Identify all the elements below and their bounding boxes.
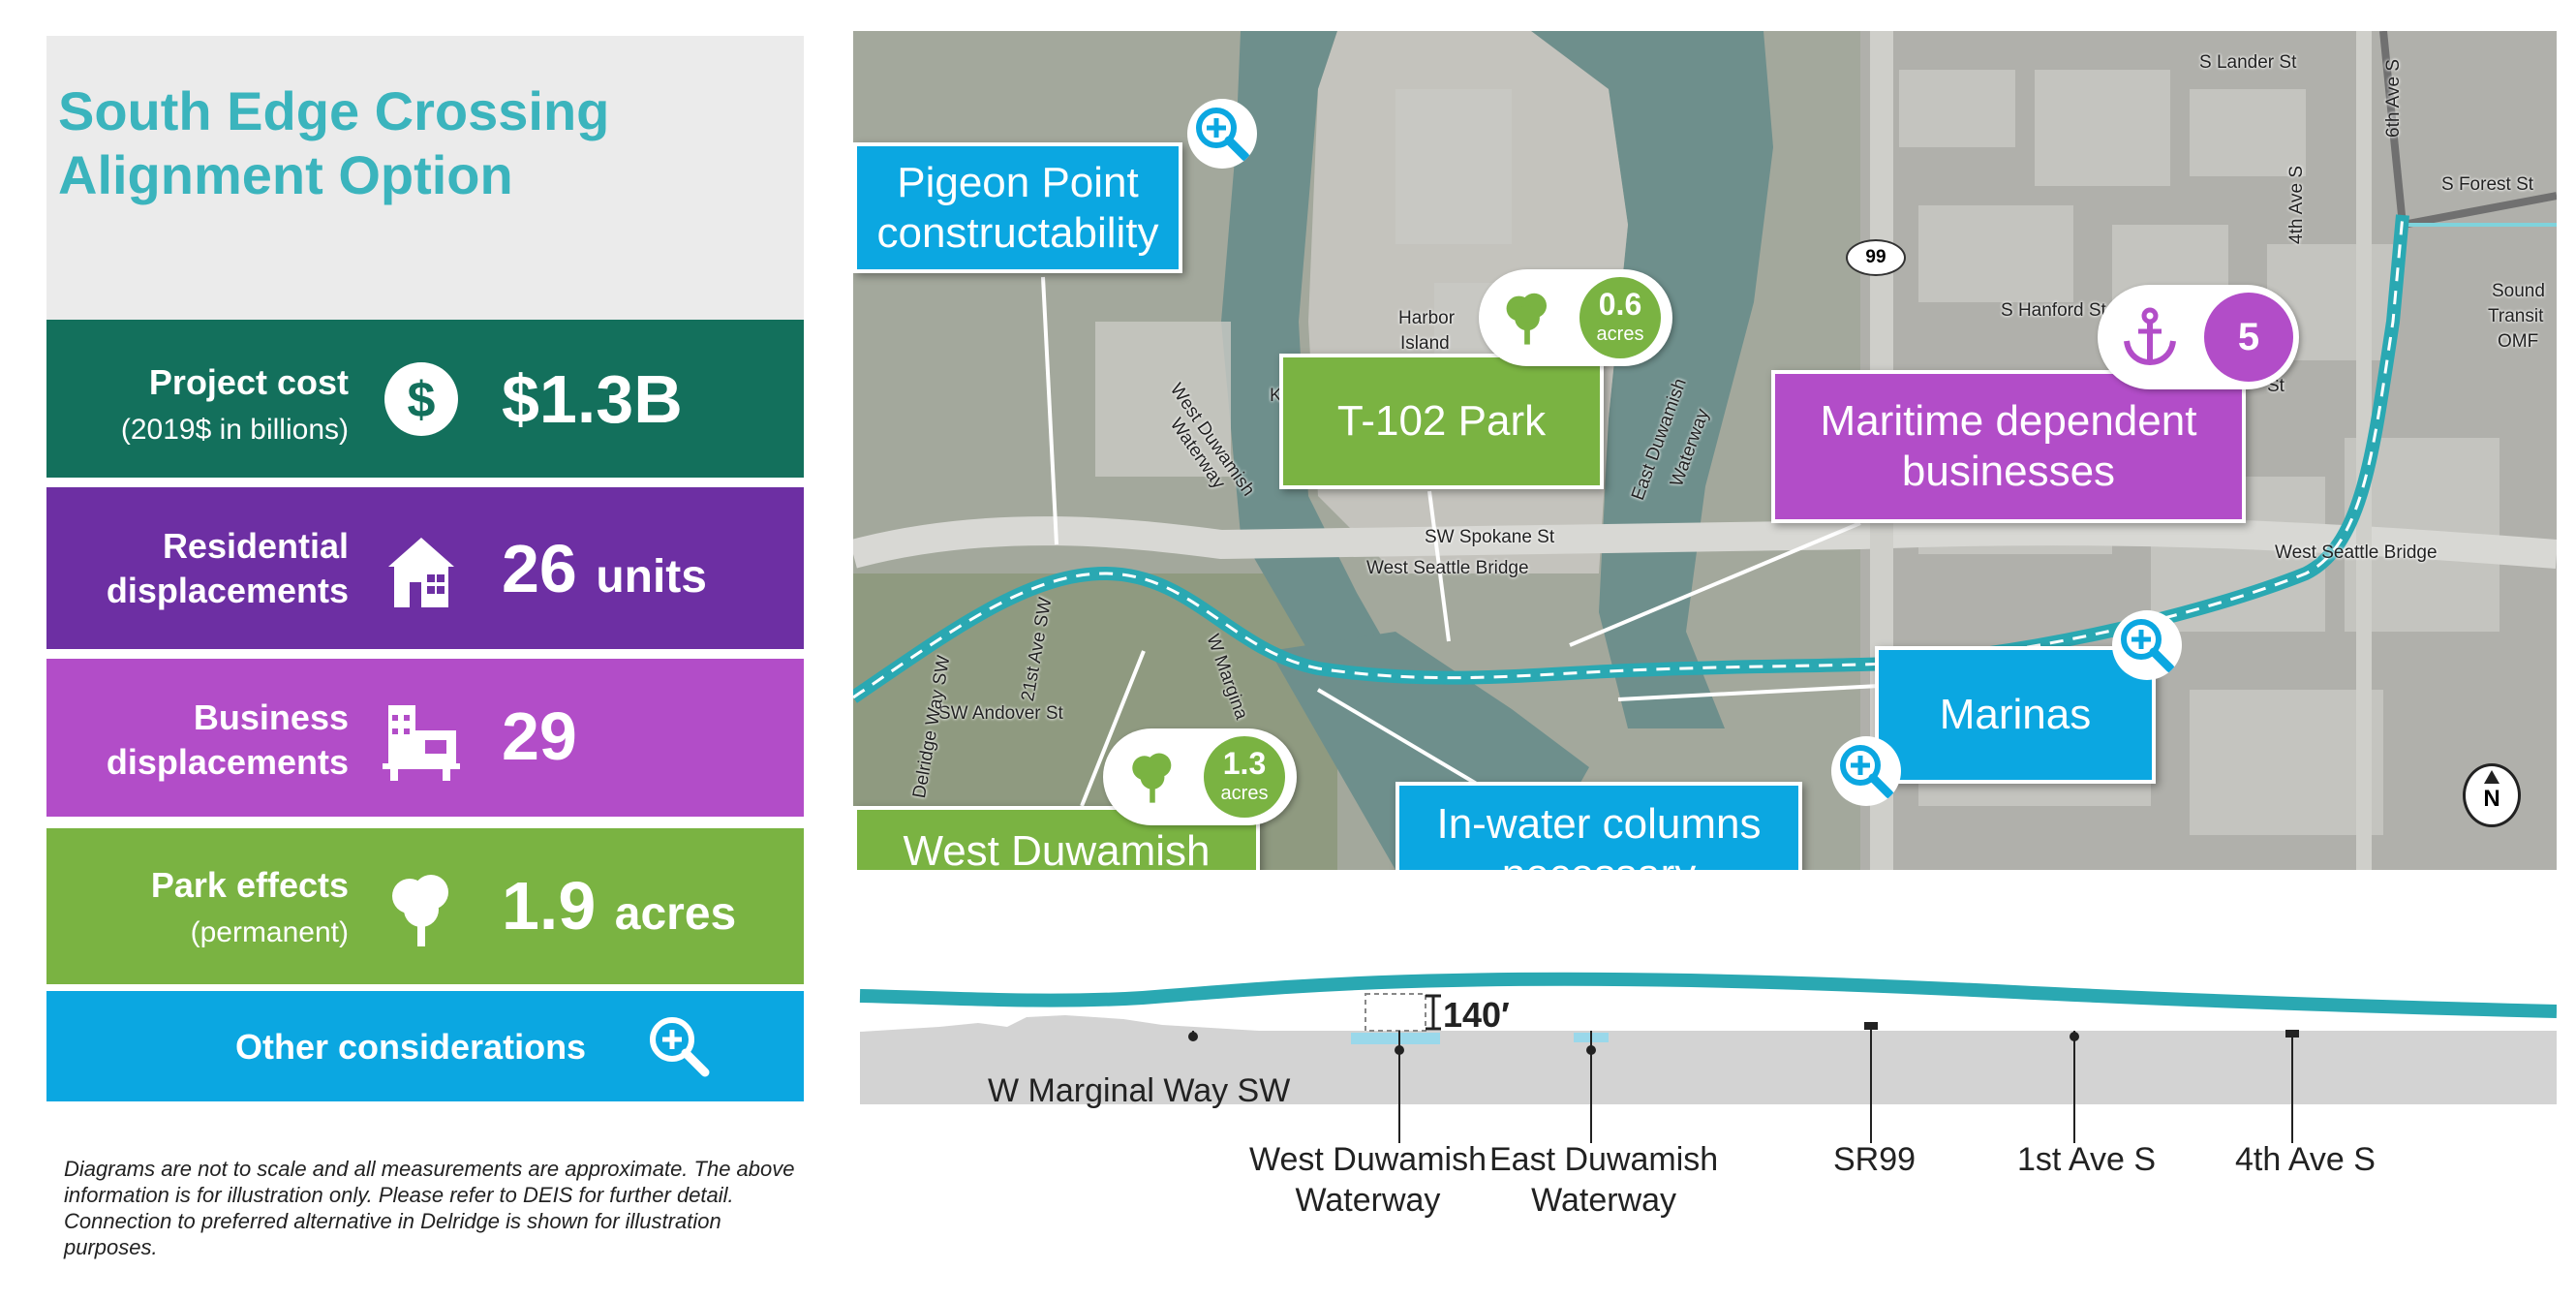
other-considerations-button[interactable]: Other considerations xyxy=(46,991,804,1101)
business-value: 29 xyxy=(502,698,577,774)
project-cost-label: Project cost (2019$ in billions) xyxy=(120,362,349,446)
park-effects-card: Park effects (permanent) 1.9 acres xyxy=(46,828,804,984)
west-duwamish-greenbelt-callout[interactable]: West Duwamishgreenbelt xyxy=(853,806,1260,870)
maritime-count-badge: 5 xyxy=(2098,285,2299,389)
elevation-profile xyxy=(859,972,2557,1143)
street-label: SW Andover St xyxy=(938,703,1063,724)
profile-label-sr99: SR99 xyxy=(1833,1141,1917,1178)
street-label: K xyxy=(1270,386,1282,406)
t102-acres-badge: 0.6 acres xyxy=(1479,269,1672,366)
tree-icon xyxy=(392,875,448,946)
dollar-icon: $ xyxy=(384,362,458,436)
magnify-plus-icon[interactable] xyxy=(1187,99,1257,169)
business-label: Business displacements xyxy=(106,697,349,782)
street-label: Harbor xyxy=(1398,308,1456,328)
park-value: 1.9 acres xyxy=(502,868,737,944)
north-label: N xyxy=(2483,786,2500,812)
street-label: 6th Ave S xyxy=(2383,59,2404,138)
profile-label-w-marginal: W Marginal Way SW xyxy=(988,1072,1291,1109)
greenbelt-acres-circle: 1.3 acres xyxy=(1204,736,1285,818)
street-label: S Lander St xyxy=(2199,52,2297,73)
street-label: Transit xyxy=(2488,306,2544,326)
t102-park-callout[interactable]: T-102 Park xyxy=(1279,354,1604,489)
greenbelt-acres-badge: 1.3 acres xyxy=(1103,728,1297,825)
street-label: Sound xyxy=(2492,281,2545,301)
aerial-map[interactable]: S Lander St 6th Ave S S Forest St 4th Av… xyxy=(853,31,2557,870)
house-icon xyxy=(388,538,454,607)
residential-value: 26 units xyxy=(502,531,707,606)
anchor-icon xyxy=(2124,307,2176,366)
magnify-plus-icon xyxy=(650,1017,710,1077)
residential-displacements-card: Residential displacements 26 units xyxy=(46,487,804,649)
building-icon xyxy=(383,705,460,781)
profile-label-1st-ave: 1st Ave S xyxy=(2017,1141,2157,1178)
north-arrow-icon xyxy=(2484,770,2499,784)
street-label: S Forest St xyxy=(2441,174,2534,195)
other-considerations-label: Other considerations xyxy=(235,1027,587,1067)
street-label: West Seattle Bridge xyxy=(1366,558,1529,578)
street-label: SW Spokane St xyxy=(1425,527,1555,547)
project-cost-card: Project cost (2019$ in billions) $ $1.3B xyxy=(46,320,804,478)
north-arrow: N xyxy=(2463,763,2521,827)
in-water-columns-callout[interactable]: In-water columnsnecessary xyxy=(1395,782,1802,870)
street-label: OMF xyxy=(2498,331,2539,352)
business-displacements-card: Business displacements 29 xyxy=(46,659,804,817)
project-cost-value: $1.3B xyxy=(502,361,683,437)
tree-icon xyxy=(1506,293,1547,345)
maritime-count-circle: 5 xyxy=(2204,293,2293,382)
highway-99-shield: 99 xyxy=(1846,239,1906,276)
profile-label-4th-ave: 4th Ave S xyxy=(2235,1141,2376,1178)
magnify-plus-icon[interactable] xyxy=(1831,736,1901,806)
street-label: S Hanford St xyxy=(2001,300,2106,321)
park-label: Park effects (permanent) xyxy=(150,865,349,948)
street-label: West Seattle Bridge xyxy=(2275,542,2438,563)
tree-icon xyxy=(1132,753,1172,803)
marinas-callout[interactable]: Marinas xyxy=(1875,646,2156,784)
magnify-plus-icon[interactable] xyxy=(2112,610,2182,680)
page-title: South Edge Crossing Alignment Option xyxy=(58,80,610,205)
title-panel xyxy=(46,36,804,320)
residential-label: Residential displacements xyxy=(106,526,349,610)
street-label: Island xyxy=(1400,333,1450,354)
svg-text:$: $ xyxy=(408,372,436,428)
t102-acres-circle: 0.6 acres xyxy=(1579,277,1661,358)
disclaimer-text: Diagrams are not to scale and all measur… xyxy=(64,1157,795,1259)
street-label: 4th Ave S xyxy=(2286,166,2307,244)
clearance-height-label: 140′ xyxy=(1443,995,1510,1035)
